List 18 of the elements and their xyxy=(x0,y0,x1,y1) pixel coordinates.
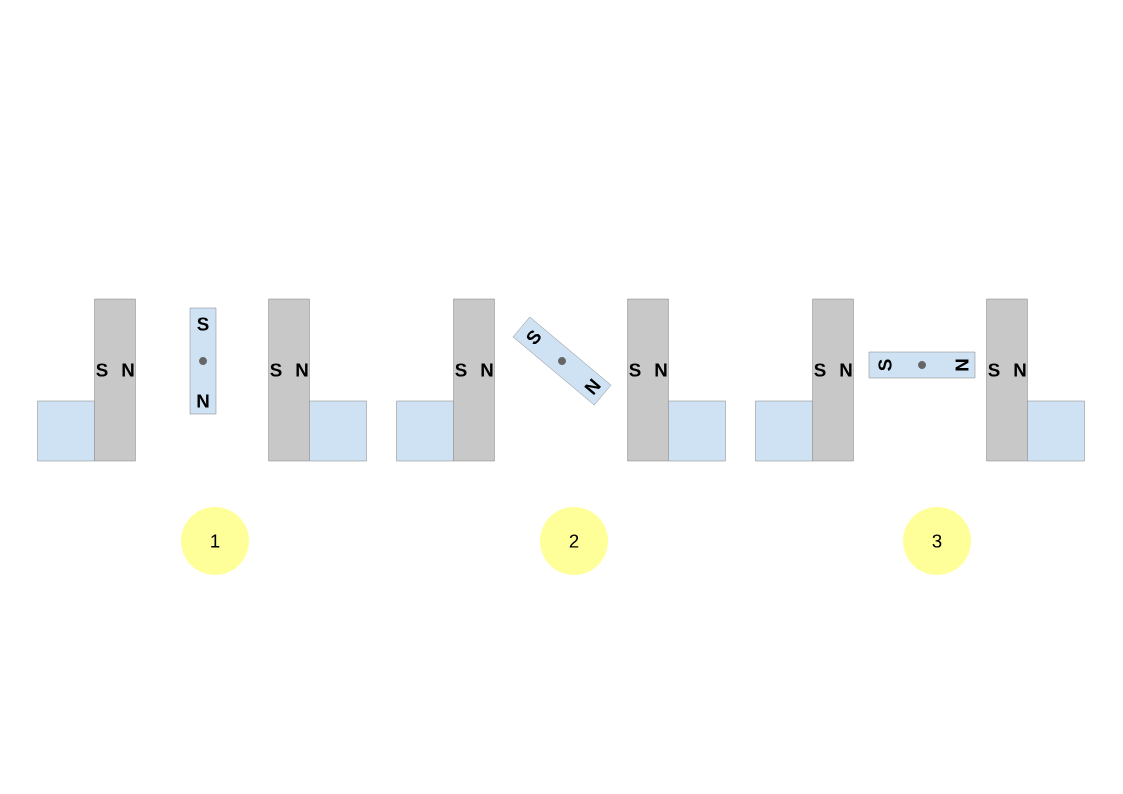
rotor-magnet: S N xyxy=(189,307,217,415)
step-number: 2 xyxy=(540,507,608,575)
pole-magnet: S N xyxy=(812,298,854,462)
pole-magnet: S N xyxy=(268,298,310,462)
pole-magnet: S N xyxy=(94,298,136,462)
base-block xyxy=(668,400,726,462)
base-block xyxy=(755,400,813,462)
pole-magnet: S N xyxy=(453,298,495,462)
pole-magnet: S N xyxy=(627,298,669,462)
base-block xyxy=(309,400,367,462)
rotor-magnet: S N xyxy=(512,316,612,406)
base-block xyxy=(396,400,454,462)
base-block xyxy=(37,400,95,462)
rotor-magnet: S N xyxy=(868,351,976,379)
step-number: 1 xyxy=(181,507,249,575)
pole-magnet: S N xyxy=(986,298,1028,462)
base-block xyxy=(1027,400,1085,462)
step-number: 3 xyxy=(903,507,971,575)
